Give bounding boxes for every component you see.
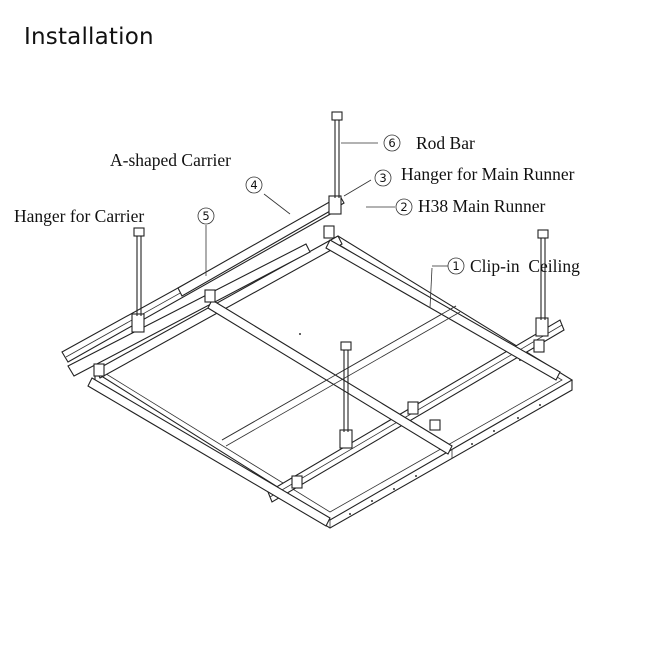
callout-number-3: 3 xyxy=(379,171,386,185)
h38-main-runners xyxy=(67,239,561,527)
callout-hanger-main-runner: 3 Hanger for Main Runner xyxy=(374,164,575,187)
callout-main-runner: 2 H38 Main Runner xyxy=(395,196,546,216)
callout-circle-6 xyxy=(383,134,401,152)
label-hanger-carrier: Hanger for Carrier xyxy=(14,206,144,226)
callout-rod-bar: 6 Rod Bar xyxy=(383,133,475,153)
label-a-shaped-carrier: A-shaped Carrier xyxy=(110,150,231,170)
callout-number-5: 5 xyxy=(202,209,209,223)
callout-number-4: 4 xyxy=(250,178,257,192)
callout-hanger-carrier: Hanger for Carrier 5 xyxy=(14,206,215,226)
label-clip-in-ceiling: Clip-in Ceiling xyxy=(470,256,580,276)
callout-a-shaped-carrier: A-shaped Carrier 4 xyxy=(110,150,263,194)
label-rod-bar: Rod Bar xyxy=(416,133,475,153)
leader-lines xyxy=(205,142,433,309)
callout-number-1: 1 xyxy=(452,259,459,273)
rod-bars xyxy=(133,111,549,432)
label-main-runner: H38 Main Runner xyxy=(418,196,546,216)
label-hanger-main-runner: Hanger for Main Runner xyxy=(401,164,575,184)
callout-number-2: 2 xyxy=(400,200,407,214)
hanger-clips xyxy=(93,195,549,489)
callout-clip-in-ceiling: 1 Clip-in Ceiling xyxy=(432,256,580,276)
callout-number-6: 6 xyxy=(388,136,395,150)
page-title: Installation xyxy=(24,24,154,50)
